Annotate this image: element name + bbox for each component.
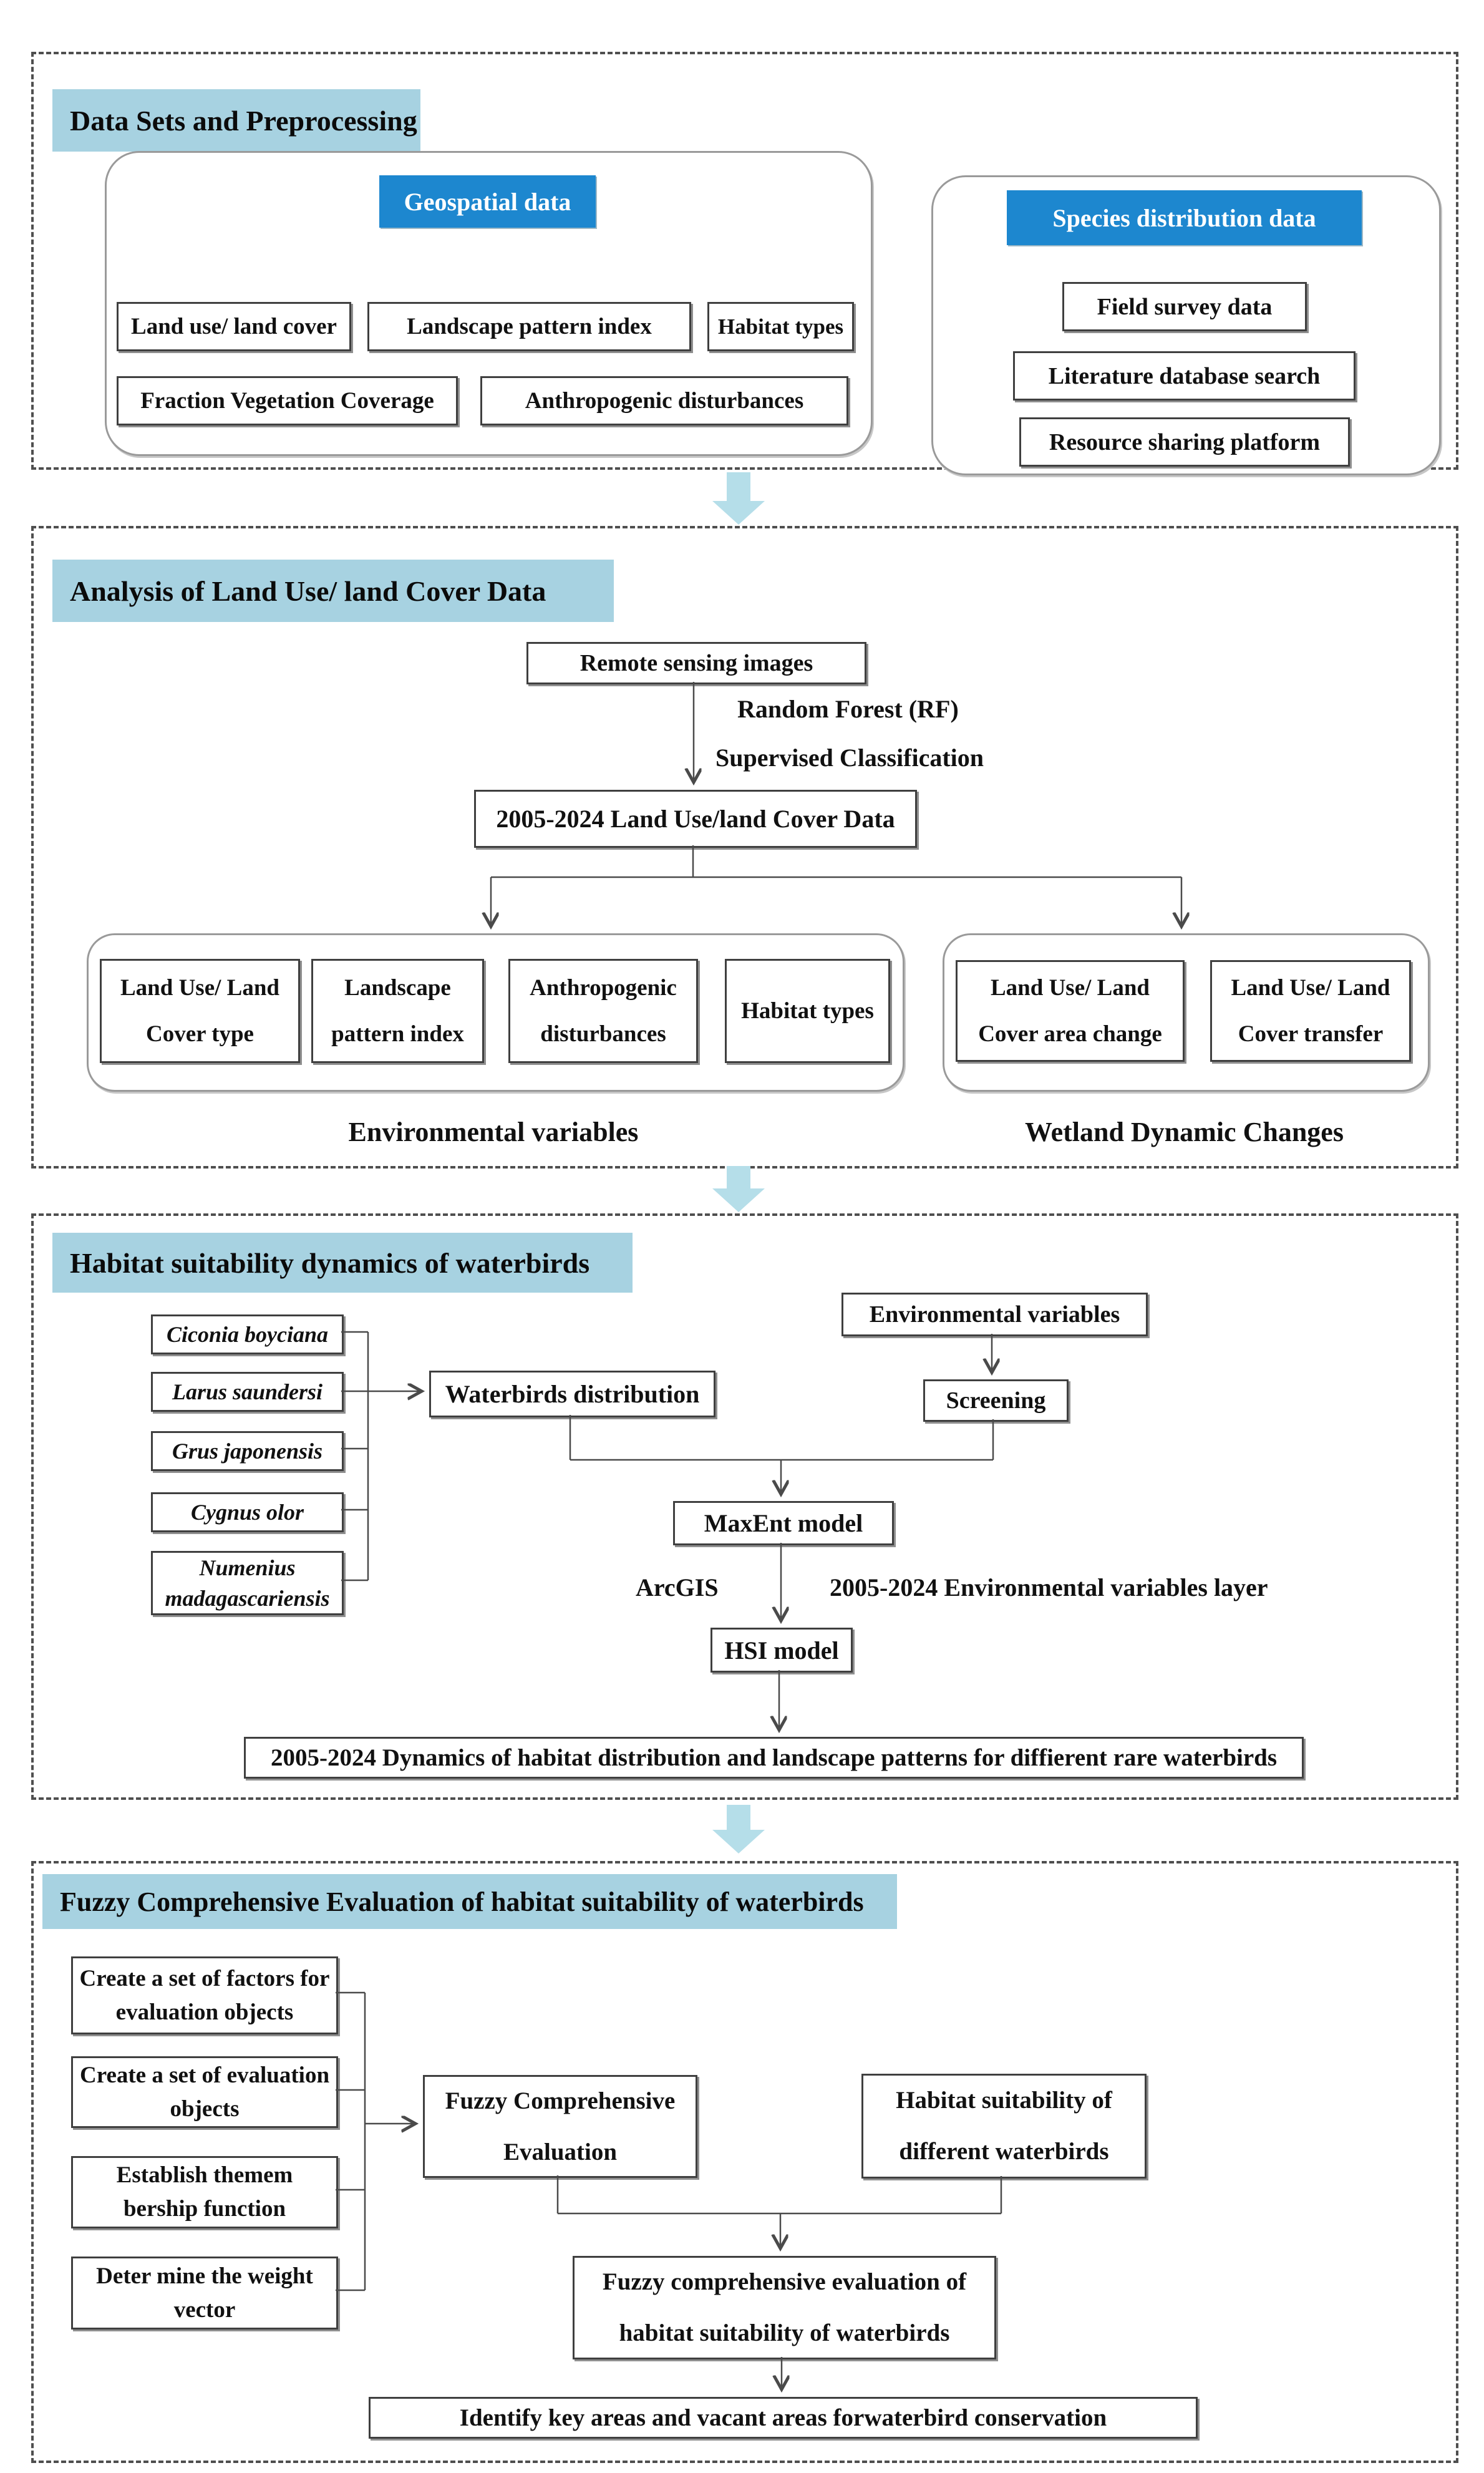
literature-database-search-box: Literature database search — [1013, 351, 1355, 401]
species-distribution-data-header: Species distribution data — [1007, 190, 1362, 245]
field-survey-data-box: Field survey data — [1062, 282, 1307, 331]
section-lulc-analysis: Analysis of Land Use/ land Cover Data Re… — [31, 526, 1458, 1168]
supervised-classification-label: Supervised Classification — [715, 744, 984, 772]
geospatial-data-header: Geospatial data — [379, 175, 596, 228]
section-title-lulc-analysis: Analysis of Land Use/ land Cover Data — [52, 560, 614, 622]
environmental-variables-box: Environmental variables — [841, 1293, 1148, 1336]
section-title-fuzzy-evaluation: Fuzzy Comprehensive Evaluation of habita… — [42, 1874, 897, 1929]
identify-key-areas-box: Identify key areas and vacant areas forw… — [369, 2397, 1198, 2439]
section-fuzzy-evaluation: Fuzzy Comprehensive Evaluation of habita… — [31, 1861, 1458, 2463]
section-datasets: Data Sets and Preprocessing Geospatial d… — [31, 52, 1458, 475]
remote-sensing-images-box: Remote sensing images — [526, 642, 866, 684]
anthropogenic-disturbances-box: Anthropogenic disturbances — [480, 376, 848, 425]
factors-set-box: Create a set of factors for evaluation o… — [71, 1956, 338, 2034]
lulc-transfer-box: Land Use/ Land Cover transfer — [1210, 960, 1411, 1062]
land-use-land-cover-box: Land use/ land cover — [117, 302, 351, 351]
lulc-data-box: 2005-2024 Land Use/land Cover Data — [474, 790, 917, 848]
fraction-vegetation-coverage-box: Fraction Vegetation Coverage — [117, 376, 458, 425]
landscape-pattern-index-box: Landscape pattern index — [367, 302, 691, 351]
fuzzy-evaluation-result-box: Fuzzy comprehensive evaluation of habita… — [573, 2256, 996, 2359]
weight-vector-box: Deter mine the weight vector — [71, 2257, 338, 2330]
waterbirds-distribution-box: Waterbirds distribution — [429, 1371, 715, 1417]
dynamics-result-box: 2005-2024 Dynamics of habitat distributi… — [244, 1737, 1304, 1779]
habitat-types-box2: Habitat types — [725, 959, 890, 1063]
landscape-pattern-index-box2: Landscape pattern index — [311, 959, 484, 1063]
cygnus-olor-box: Cygnus olor — [151, 1492, 344, 1532]
grus-japonensis-box: Grus japonensis — [151, 1431, 344, 1471]
resource-sharing-platform-box: Resource sharing platform — [1019, 417, 1350, 467]
section-title-habitat-suitability: Habitat suitability dynamics of waterbir… — [52, 1233, 633, 1293]
wetland-dynamic-changes-label: Wetland Dynamic Changes — [1025, 1117, 1344, 1147]
lulc-area-change-box: Land Use/ Land Cover area change — [956, 960, 1185, 1062]
hsi-model-box: HSI model — [710, 1628, 853, 1673]
anthropogenic-disturbances-box2: Anthropogenic disturbances — [508, 959, 698, 1063]
arcgis-label: ArcGIS — [636, 1573, 719, 1601]
env-variables-layer-label: 2005-2024 Environmental variables layer — [830, 1573, 1268, 1601]
habitat-suitability-box: Habitat suitability of different waterbi… — [861, 2074, 1147, 2179]
membership-function-box: Establish themem bership function — [71, 2156, 338, 2228]
fuzzy-comprehensive-evaluation-box: Fuzzy Comprehensive Evaluation — [423, 2075, 697, 2178]
screening-box: Screening — [923, 1379, 1069, 1422]
maxent-model-box: MaxEnt model — [673, 1501, 894, 1545]
evaluation-objects-box: Create a set of evaluation objects — [71, 2056, 338, 2128]
larus-saundersi-box: Larus saundersi — [151, 1372, 344, 1412]
ciconia-boyciana-box: Ciconia boyciana — [151, 1314, 344, 1354]
numenius-madagascariensis-box: Numenius madagascariensis — [151, 1551, 344, 1615]
section-title-datasets: Data Sets and Preprocessing — [52, 89, 420, 152]
lulc-cover-type-box: Land Use/ Land Cover type — [100, 959, 300, 1063]
habitat-types-box: Habitat types — [707, 302, 854, 351]
environmental-variables-label: Environmental variables — [348, 1117, 639, 1147]
random-forest-label: Random Forest (RF) — [737, 695, 959, 723]
section-habitat-suitability: Habitat suitability dynamics of waterbir… — [31, 1213, 1458, 1800]
